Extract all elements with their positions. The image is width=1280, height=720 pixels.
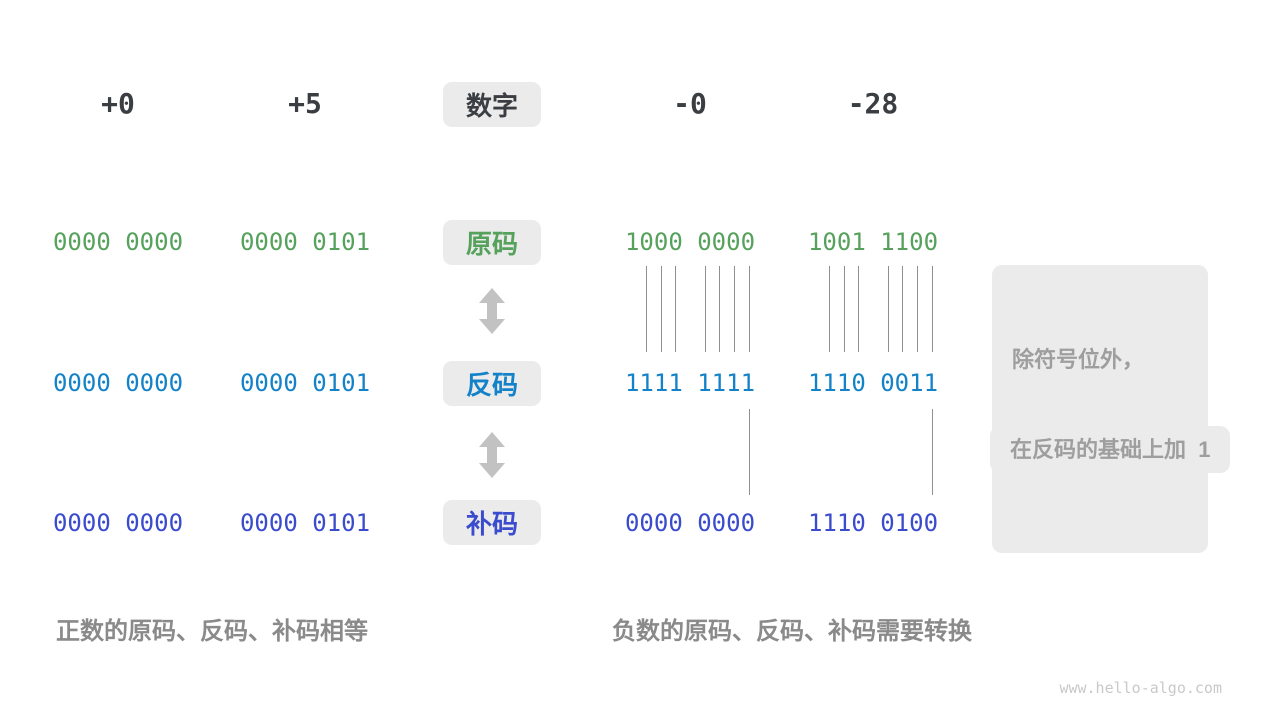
header-pos-five: +5	[288, 87, 322, 120]
twos-complement-neg-zero: 0000 0000	[624, 509, 756, 537]
ones-complement-tag: 反码	[443, 361, 541, 406]
bit-connector-line	[719, 266, 720, 352]
number-label-tag: 数字	[443, 82, 541, 127]
sign-magnitude-tag: 原码	[443, 220, 541, 265]
header-neg-twenty-eight: -28	[847, 87, 899, 120]
bit-connector-line	[646, 266, 647, 352]
invert-bits-note-line1: 除符号位外，	[1012, 347, 1145, 372]
sign-magnitude-neg-twenty-eight: 1001 1100	[807, 228, 939, 256]
ones-complement-neg-zero: 1111 1111	[624, 369, 756, 397]
sign-magnitude-pos-five: 0000 0101	[239, 228, 371, 256]
bit-connector-line	[902, 266, 903, 352]
bit-connector-line	[661, 266, 662, 352]
bit-connector-line	[932, 409, 933, 495]
bit-connector-line	[858, 266, 859, 352]
sign-magnitude-neg-zero: 1000 0000	[624, 228, 756, 256]
bit-connector-line	[829, 266, 830, 352]
bit-connector-line	[705, 266, 706, 352]
ones-complement-neg-twenty-eight: 1110 0011	[807, 369, 939, 397]
negative-numbers-caption: 负数的原码、反码、补码需要转换	[612, 618, 972, 645]
bit-connector-line	[749, 266, 750, 352]
twos-complement-pos-zero: 0000 0000	[52, 509, 184, 537]
bit-connector-line	[675, 266, 676, 352]
watermark: www.hello-algo.com	[1059, 679, 1222, 697]
bit-connector-line	[932, 266, 933, 352]
bit-connector-line	[888, 266, 889, 352]
header-pos-zero: +0	[101, 87, 135, 120]
add-one-note: 在反码的基础上加 1	[990, 426, 1231, 473]
ones-complement-pos-zero: 0000 0000	[52, 369, 184, 397]
sign-magnitude-pos-zero: 0000 0000	[52, 228, 184, 256]
invert-bits-note: 除符号位外， 对其余所有位取反	[992, 265, 1209, 553]
bit-connector-line	[734, 266, 735, 352]
bit-connector-line	[749, 409, 750, 495]
convert-arrow-icon	[479, 432, 505, 478]
twos-complement-tag: 补码	[443, 500, 541, 545]
convert-arrow-icon	[479, 288, 505, 334]
ones-complement-pos-five: 0000 0101	[239, 369, 371, 397]
positive-numbers-caption: 正数的原码、反码、补码相等	[56, 618, 368, 645]
twos-complement-pos-five: 0000 0101	[239, 509, 371, 537]
bit-connector-line	[917, 266, 918, 352]
bit-connector-line	[844, 266, 845, 352]
twos-complement-neg-twenty-eight: 1110 0100	[807, 509, 939, 537]
header-neg-zero: -0	[673, 87, 707, 120]
